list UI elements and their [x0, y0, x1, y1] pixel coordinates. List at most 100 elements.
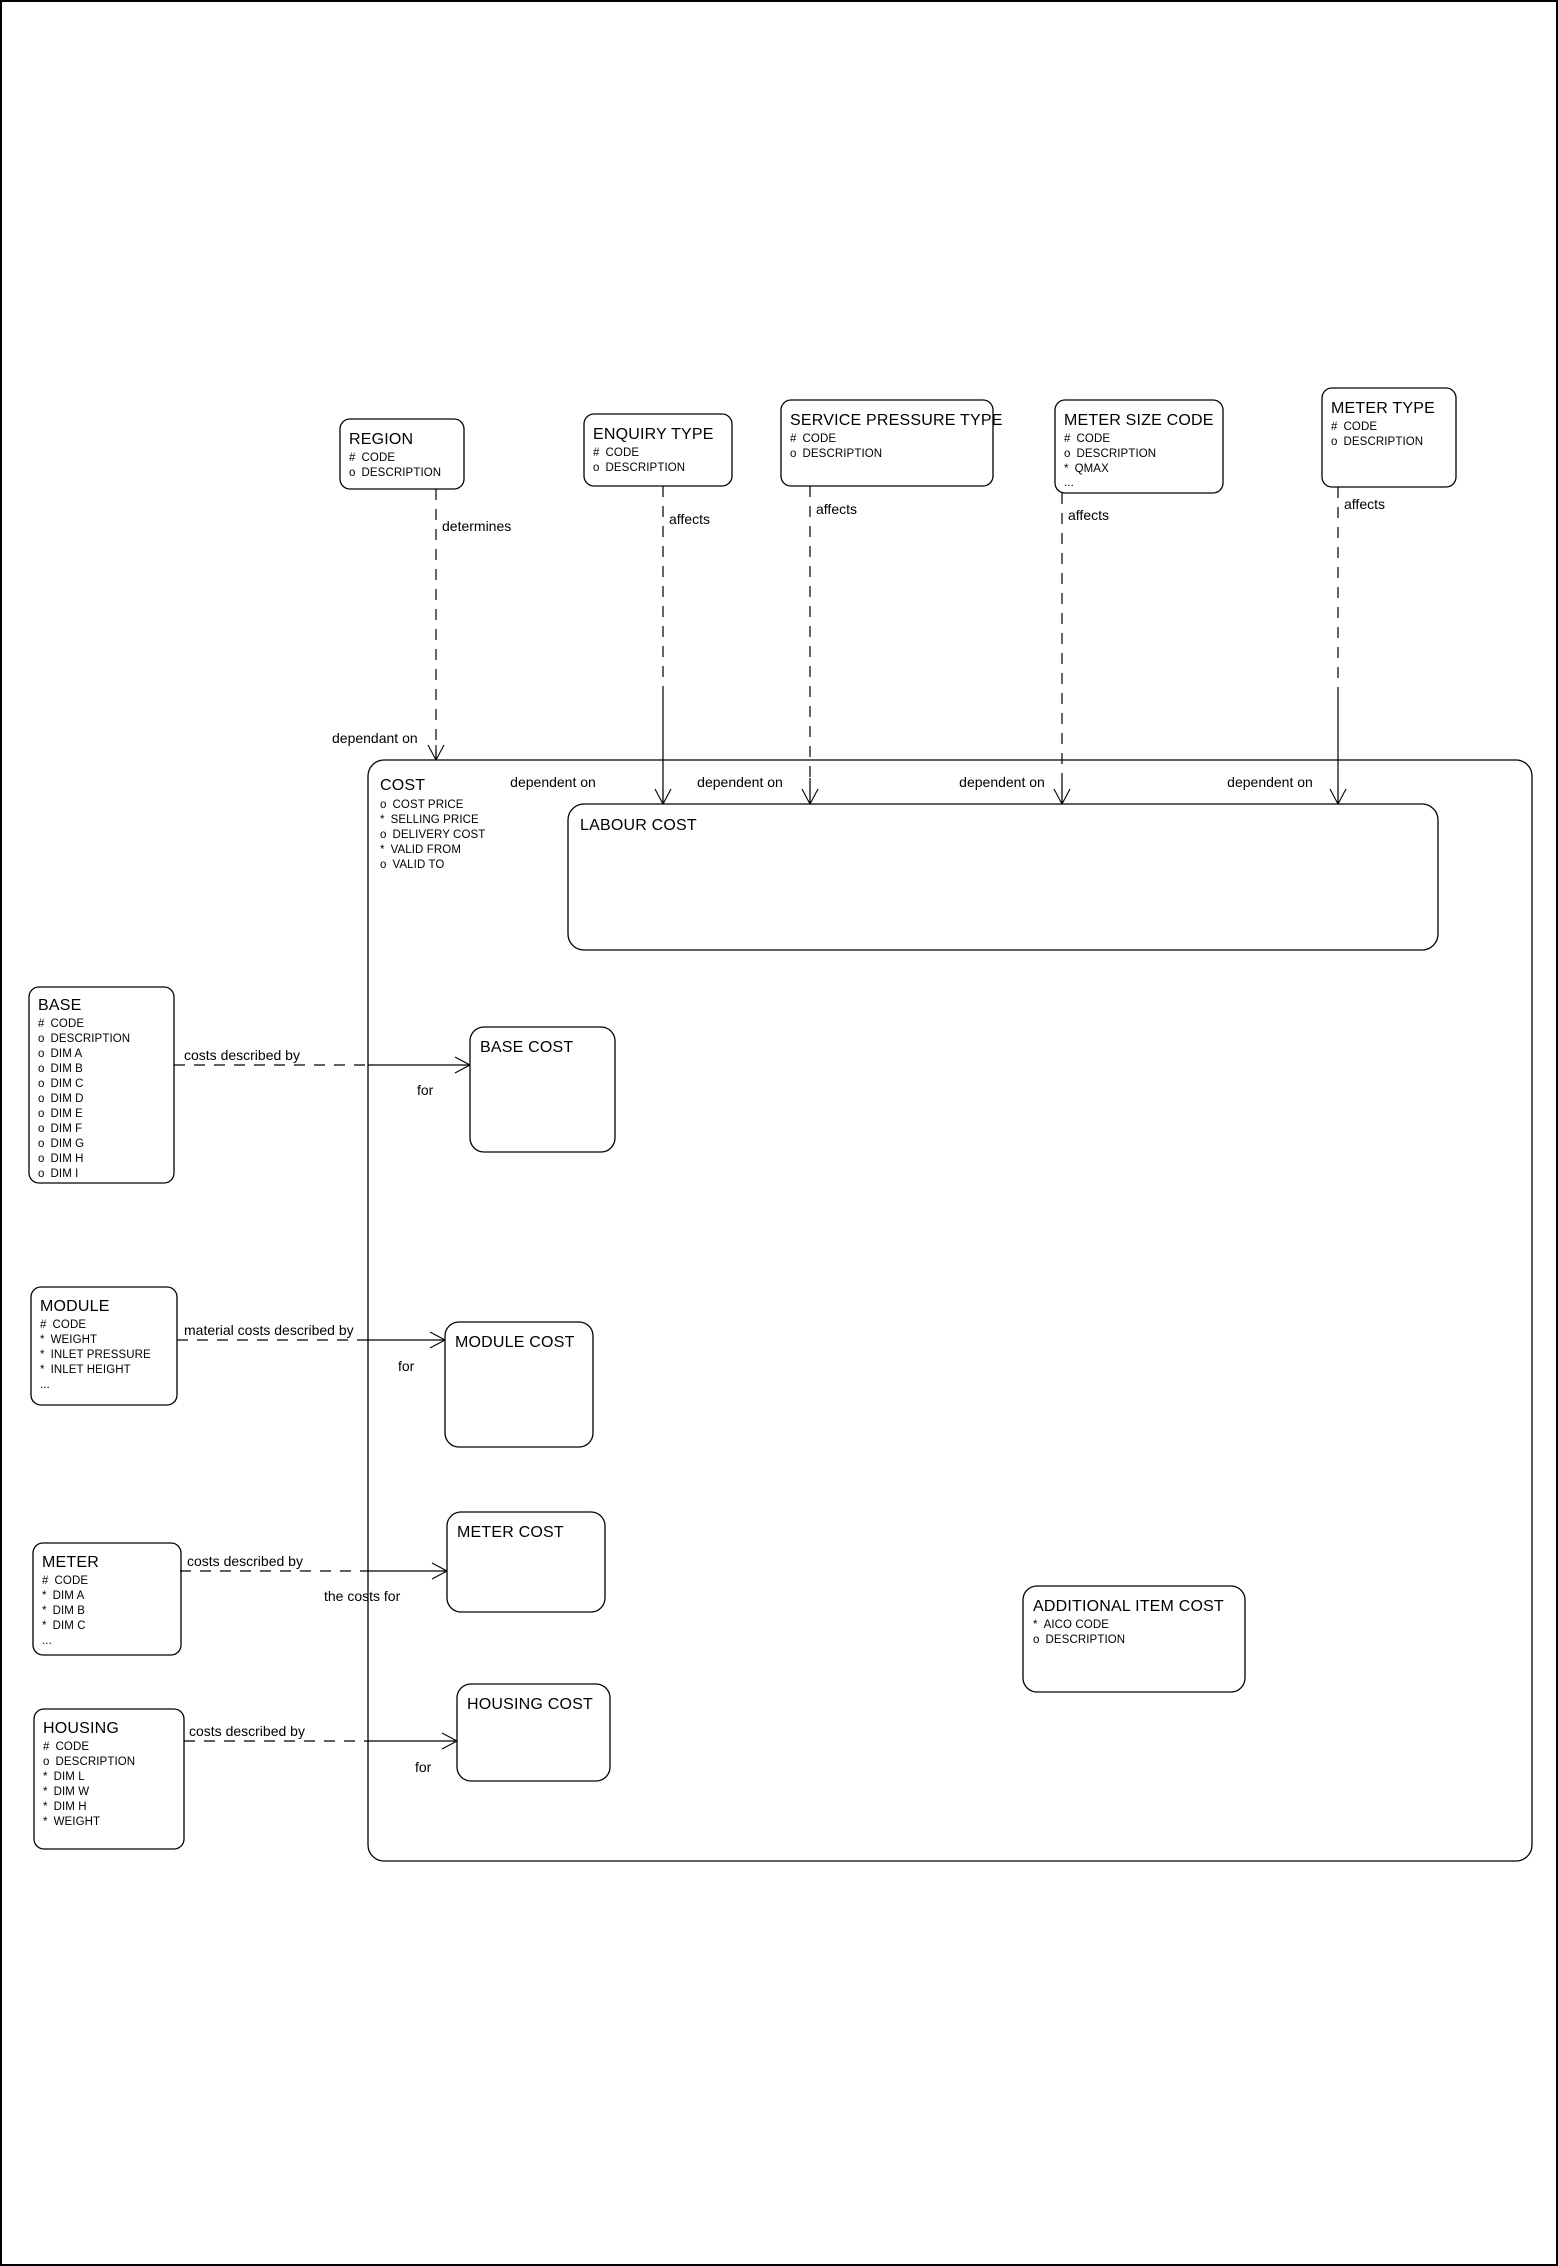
relationship-servicepressuretype-labourcost	[801, 486, 819, 805]
entity-housing-title: HOUSING	[43, 1720, 119, 1737]
attr-label: DIM A	[53, 1590, 85, 1602]
attr-marker: *	[42, 1590, 47, 1602]
crowsfoot-labourcost-1	[654, 788, 672, 805]
attr-marker: o	[380, 859, 387, 871]
attr-marker: o	[38, 1033, 45, 1045]
attr-label: DIM F	[51, 1123, 83, 1135]
crowsfoot-modulecost	[429, 1331, 446, 1349]
entity-base-box[interactable]	[28, 986, 175, 1184]
svg-text:*DIM A: * DIM A	[42, 1590, 85, 1602]
label-for-2: for	[398, 1358, 415, 1374]
attr-label: VALID FROM	[391, 844, 461, 856]
attr-marker: #	[593, 447, 600, 459]
svg-text:#CODE: #CODE	[38, 1018, 84, 1030]
attr-ellipsis: ...	[1064, 477, 1074, 489]
entity-module-cost-box[interactable]	[444, 1321, 594, 1448]
svg-text:*DIM H: *DIM H	[43, 1801, 87, 1813]
attr-marker: o	[593, 462, 600, 474]
attr-marker: *	[43, 1771, 48, 1783]
label-dependant-on: dependant on	[332, 730, 418, 746]
entity-base-cost[interactable]: BASE COST	[469, 1026, 616, 1153]
entity-meter-cost[interactable]: METER COST	[446, 1511, 606, 1613]
entity-cost-container[interactable]	[367, 759, 1533, 1862]
entity-base-cost-box[interactable]	[469, 1026, 616, 1153]
crowsfoot-metercost	[431, 1562, 448, 1580]
entity-service-pressure-type-box[interactable]	[780, 399, 994, 487]
attr-label: DIM C	[51, 1078, 84, 1090]
entity-meter-type-title: METER TYPE	[1331, 400, 1435, 417]
entity-meter-type-box[interactable]	[1321, 387, 1457, 488]
attr-marker: o	[38, 1138, 45, 1150]
svg-text:#CODE: #CODE	[42, 1575, 88, 1587]
attr-label: DESCRIPTION	[803, 448, 883, 460]
entity-module-box[interactable]	[30, 1286, 178, 1406]
relationship-meter-metercost	[180, 1562, 448, 1580]
entity-module[interactable]: MODULE #CODE *WEIGHT *INLET PRESSURE *IN…	[30, 1286, 178, 1406]
attr-marker: o	[790, 448, 797, 460]
attr-marker: *	[43, 1801, 48, 1813]
label-dependent-on-2: dependent on	[697, 774, 783, 790]
attr-marker: *	[43, 1816, 48, 1828]
svg-text:#CODE: #CODE	[1331, 421, 1377, 433]
entity-region-box[interactable]	[339, 418, 465, 490]
crowsfoot-labourcost-4	[1329, 788, 1347, 805]
attr-label: DIM H	[51, 1153, 84, 1165]
label-for-3: for	[415, 1759, 432, 1775]
entity-meter-cost-box[interactable]	[446, 1511, 606, 1613]
entity-meter-size-code-box[interactable]	[1054, 399, 1224, 494]
attr-ellipsis: ...	[40, 1379, 50, 1391]
attr-marker: *	[42, 1620, 47, 1632]
entity-meter[interactable]: METER #CODE *DIM A *DIM B *DIM C ...	[32, 1542, 182, 1656]
entity-module-cost-title: MODULE COST	[455, 1334, 575, 1351]
attr-label: DELIVERY COST	[393, 829, 486, 841]
entity-additional-item-cost-title: ADDITIONAL ITEM COST	[1033, 1598, 1224, 1615]
entity-module-title: MODULE	[40, 1298, 110, 1315]
crowsfoot-housingcost	[441, 1732, 458, 1750]
attr-label: INLET HEIGHT	[51, 1364, 131, 1376]
attr-marker: *	[43, 1786, 48, 1798]
entity-labour-cost-title: LABOUR COST	[580, 817, 697, 834]
relationship-metertype-labourcost	[1329, 487, 1347, 805]
entity-housing-cost-box[interactable]	[456, 1683, 611, 1782]
attr-label: DIM W	[54, 1786, 90, 1798]
entity-module-cost[interactable]: MODULE COST	[444, 1321, 594, 1448]
entity-enquiry-type-box[interactable]	[583, 413, 733, 487]
attr-marker: o	[38, 1048, 45, 1060]
entity-labour-cost[interactable]	[567, 803, 1439, 951]
crowsfoot-cost	[427, 744, 445, 761]
attr-label: DESCRIPTION	[606, 462, 686, 474]
label-costs-described-by-1: costs described by	[184, 1047, 300, 1063]
entity-housing-box[interactable]	[33, 1708, 185, 1850]
svg-text:#CODE: #CODE	[1064, 433, 1110, 445]
attr-label: CODE	[1344, 421, 1378, 433]
entity-additional-item-cost-box[interactable]	[1022, 1585, 1246, 1693]
entity-service-pressure-type-title: SERVICE PRESSURE TYPE	[790, 412, 1003, 429]
attr-marker: o	[38, 1078, 45, 1090]
entity-meter-box[interactable]	[32, 1542, 182, 1656]
label-costs-described-by-2: costs described by	[187, 1553, 303, 1569]
label-affects-1: affects	[669, 511, 710, 527]
label-affects-3: affects	[1068, 507, 1109, 523]
label-affects-4: affects	[1344, 496, 1385, 512]
attr-marker: o	[38, 1168, 45, 1180]
entity-housing-cost[interactable]: HOUSING COST	[456, 1683, 611, 1782]
